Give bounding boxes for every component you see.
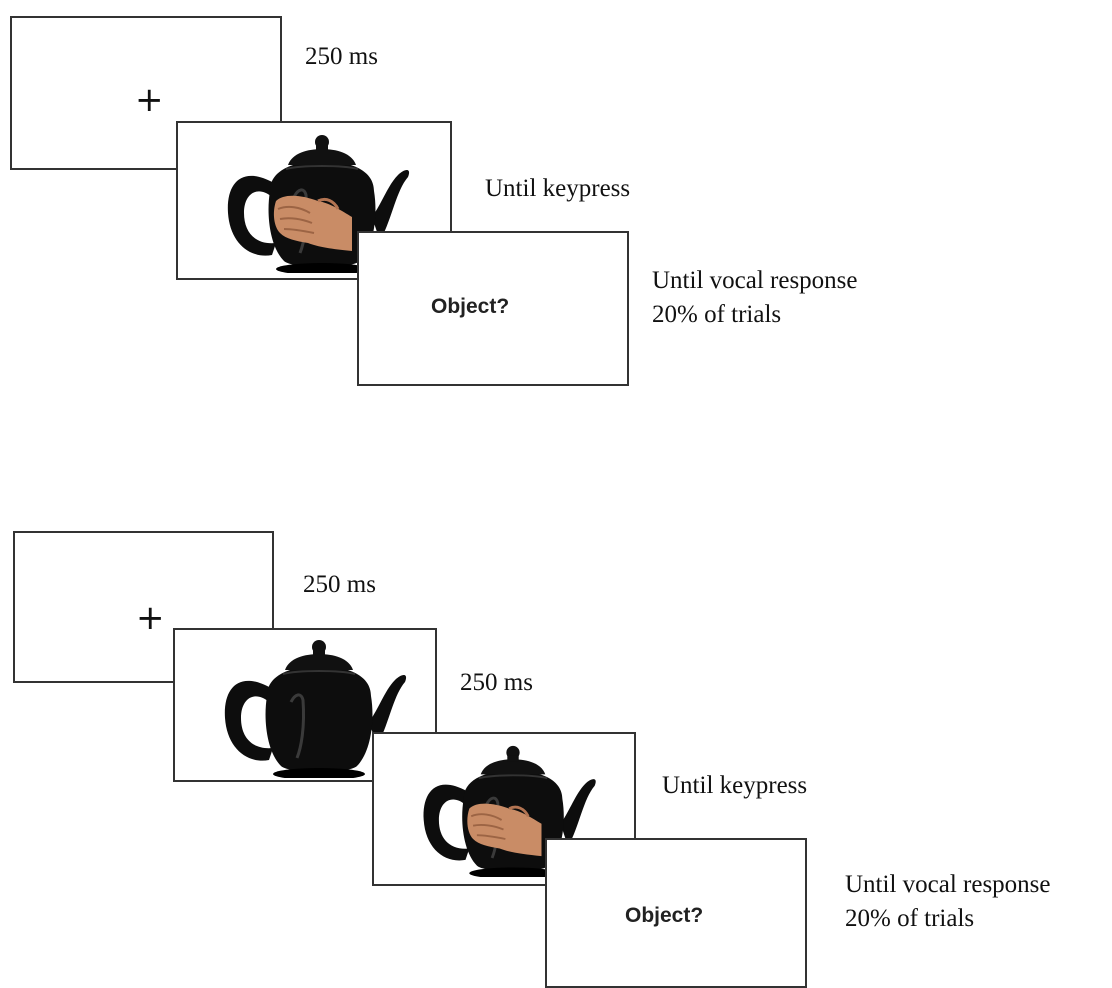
vocal-response-label: Until vocal response [652, 267, 858, 294]
trial-percentage-label: 20% of trials [652, 301, 782, 328]
object-question-prompt: Object? [625, 904, 704, 927]
fixation-duration-label: 250 ms [303, 571, 376, 598]
fixation-cross: + [136, 598, 165, 638]
question-frame: Object? [357, 231, 629, 386]
vocal-response-label: Until vocal response [845, 871, 1051, 898]
grasp-duration-label: Until keypress [485, 175, 631, 202]
grasp-duration-label: Until keypress [662, 772, 808, 799]
fixation-cross: + [135, 80, 164, 120]
trial-percentage-label: 20% of trials [845, 905, 975, 932]
question-frame: Object? [545, 838, 807, 988]
object-question-prompt: Object? [431, 295, 510, 318]
object-duration-label: 250 ms [460, 669, 533, 696]
fixation-frame: + [10, 16, 282, 170]
fixation-duration-label: 250 ms [305, 43, 378, 70]
